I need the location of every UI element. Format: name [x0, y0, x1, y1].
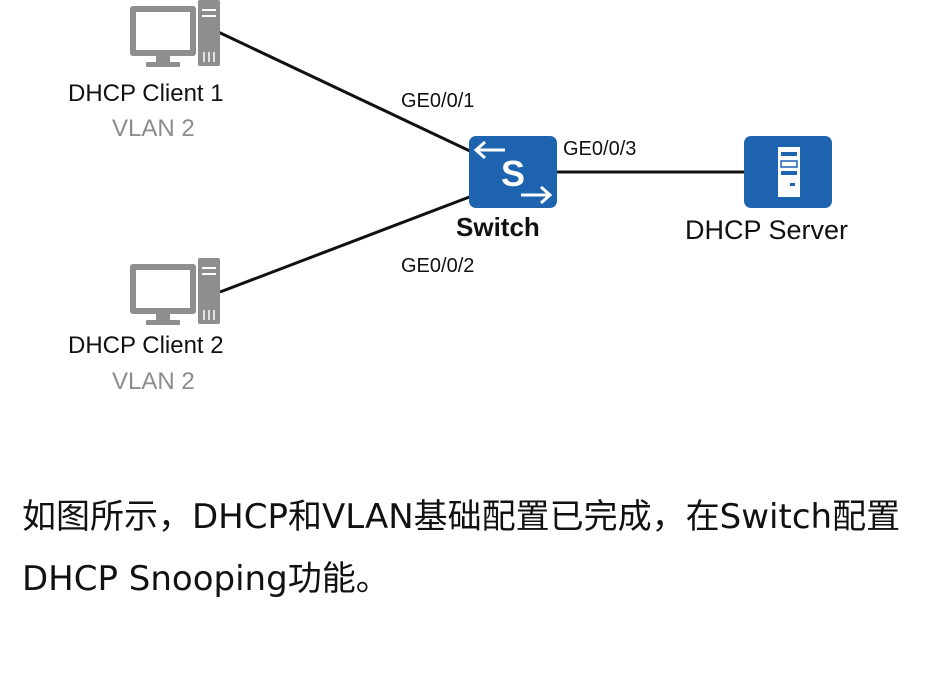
client1-vlan: VLAN 2 [112, 115, 195, 142]
client2-name: DHCP Client 2 [68, 332, 224, 359]
port-label-ge002: GE0/0/2 [401, 255, 475, 277]
server-name: DHCP Server [685, 215, 849, 245]
switch-name: Switch [456, 212, 540, 242]
desktop-computer-icon [130, 258, 220, 325]
switch-icon: S [469, 136, 557, 208]
port-label-ge003: GE0/0/3 [563, 138, 637, 160]
client1-name: DHCP Client 1 [68, 80, 224, 107]
desktop-computer-icon [130, 0, 220, 67]
link-client1-switch [213, 28, 473, 154]
switch-glyph: S [501, 153, 525, 194]
port-label-ge001: GE0/0/1 [401, 90, 475, 112]
server-icon [744, 136, 832, 208]
caption-text: 如图所示，DHCP和VLAN基础配置已完成，在Switch配置DHCP Snoo… [22, 497, 901, 599]
client2-vlan: VLAN 2 [112, 368, 195, 395]
link-client2-switch [219, 194, 473, 294]
